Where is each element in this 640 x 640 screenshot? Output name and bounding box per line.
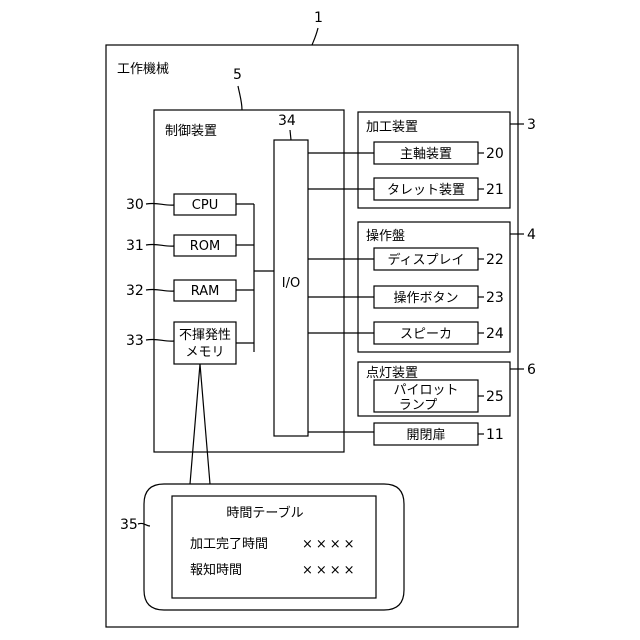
ram-label: RAM xyxy=(191,284,220,299)
display-ref: 22 xyxy=(486,252,504,268)
time-table-title: 時間テーブル xyxy=(226,505,303,521)
door-ref: 11 xyxy=(486,427,504,443)
speaker-ref: 24 xyxy=(486,326,504,342)
display-label: ディスプレイ xyxy=(387,252,464,268)
turret-ref: 21 xyxy=(486,182,504,198)
io-ref: 34 xyxy=(278,113,296,129)
time-table-row-label: 報知時間 xyxy=(190,562,242,578)
machining-device-ref: 3 xyxy=(527,117,536,133)
machine-tool-ref: 1 xyxy=(314,10,323,26)
machining-device-label: 加工装置 xyxy=(366,120,418,135)
cpu-label: CPU xyxy=(192,198,218,213)
machine-tool-label: 工作機械 xyxy=(117,62,169,77)
operation-buttons-label: 操作ボタン xyxy=(393,290,458,306)
lighting-device-ref: 6 xyxy=(527,362,536,378)
operation-buttons-ref: 23 xyxy=(486,290,504,306)
rom-label: ROM xyxy=(190,239,220,254)
speaker-label: スピーカ xyxy=(400,327,452,342)
door-label: 開閉扉 xyxy=(406,427,445,443)
ram-ref: 32 xyxy=(126,283,144,299)
pilot-lamp-label-line2: ランプ xyxy=(399,398,438,413)
turret-label: タレット装置 xyxy=(387,183,465,198)
pilot-lamp-label-line1: パイロット xyxy=(393,383,458,398)
nvm-ref: 33 xyxy=(126,333,144,349)
nvm-label-line2: メモリ xyxy=(185,345,224,360)
spindle-label: 主軸装置 xyxy=(400,147,452,162)
time-table-row-label: 加工完了時間 xyxy=(190,537,268,552)
control-unit-label: 制御装置 xyxy=(165,124,217,139)
control-unit-ref: 5 xyxy=(233,67,242,83)
pilot-lamp-ref: 25 xyxy=(486,389,504,405)
cpu-ref: 30 xyxy=(126,197,144,213)
rom-ref: 31 xyxy=(126,238,144,254)
io-label: I/O xyxy=(282,276,300,291)
nvm-label-line1: 不揮発性 xyxy=(179,328,231,343)
operation-panel-ref: 4 xyxy=(527,227,536,243)
lighting-device-label: 点灯装置 xyxy=(366,366,418,381)
spindle-ref: 20 xyxy=(486,146,504,162)
operation-panel-label: 操作盤 xyxy=(366,228,405,244)
time-table-row-value: ×××× xyxy=(302,537,358,552)
machine-tool-leader xyxy=(312,28,318,45)
time-table-ref: 35 xyxy=(120,517,138,533)
time-table-row-value: ×××× xyxy=(302,563,358,578)
